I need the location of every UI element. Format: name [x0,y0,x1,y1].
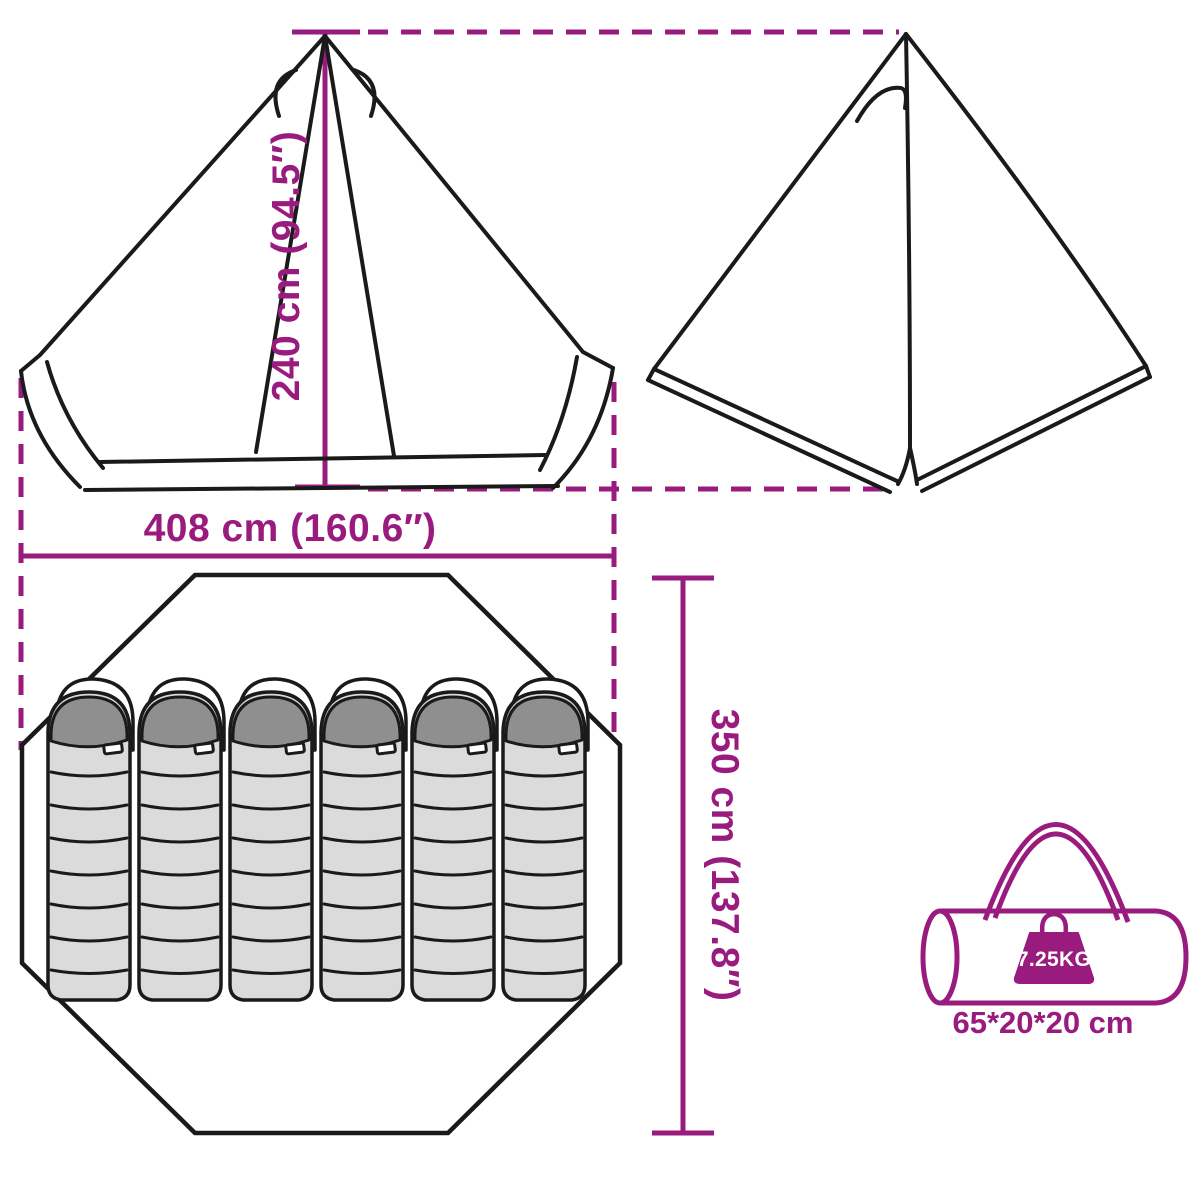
sleeping-bag [410,677,499,1002]
sleeping-bag [228,677,317,1002]
weight-icon [1013,911,1095,984]
bag-weight-label: 7.25KG [1016,948,1092,971]
bag-handle-inner [992,831,1121,921]
floor-plan-octagon [19,572,623,1136]
sleeping-bag [501,677,590,1002]
depth-dimension-label: 350 cm (137.8″) [703,708,746,1002]
bag-size-label: 65*20*20 cm [952,1005,1134,1040]
sleeping-bag [319,677,408,1002]
carry-bag [920,822,1189,1006]
tent-front-view [19,34,615,492]
sleeping-bag [46,677,135,1002]
height-dimension-label: 240 cm (94.5″) [265,130,308,402]
tent-side-view [646,32,1152,494]
width-dimension-label: 408 cm (160.6″) [143,507,437,550]
bag-handle-outer [982,822,1131,923]
sleeping-bag [137,677,226,1002]
